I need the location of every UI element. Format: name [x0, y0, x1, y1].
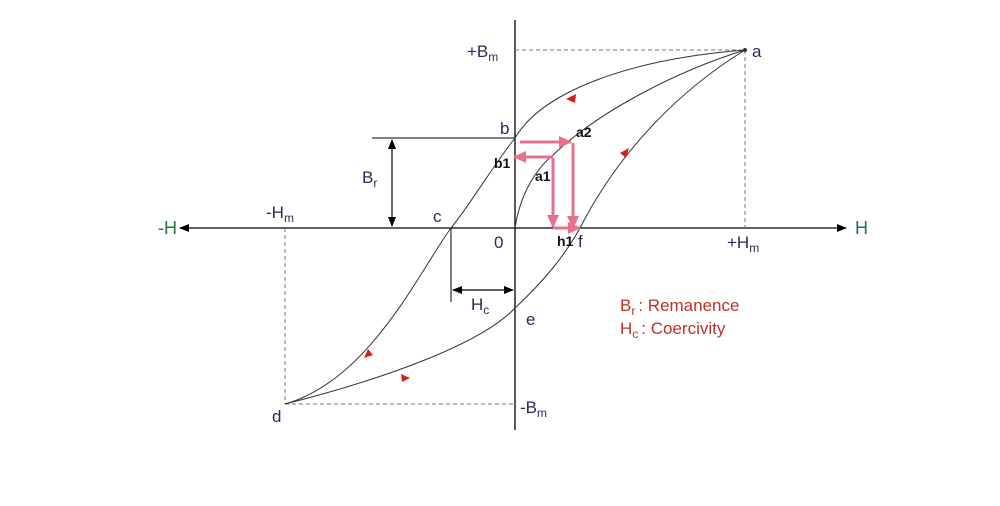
direction-arrow-icon [620, 148, 629, 158]
pos-bm-label: +Bm [467, 42, 498, 64]
minor-path-arrows [513, 136, 581, 234]
origin-label: 0 [494, 233, 503, 252]
direction-arrow-icon [364, 349, 373, 358]
point-c-label: c [433, 207, 442, 226]
a2-label: a2 [576, 124, 592, 140]
point-a-label: a [752, 42, 762, 61]
neg-hm-label: -Hm [266, 203, 294, 225]
upper-branch-curve [284, 49, 746, 405]
point-e-label: e [526, 310, 535, 329]
dashed-guides [284, 49, 746, 405]
neg-bm-label: -Bm [520, 398, 547, 420]
point-b-label: b [500, 119, 509, 138]
point-f-label: f [578, 232, 583, 251]
h1-label: h1 [557, 233, 574, 249]
a1-label: a1 [535, 168, 551, 184]
hc-label: Hc [471, 295, 489, 317]
direction-arrows [364, 94, 629, 382]
legend-remanence: Br: Remanence [620, 296, 739, 318]
neg-h-axis-label: -H [158, 218, 177, 238]
br-label: Br [362, 168, 377, 190]
pos-hm-label: +Hm [727, 233, 759, 255]
point-d-label: d [272, 407, 281, 426]
b1-label: b1 [494, 155, 511, 171]
direction-arrow-icon [401, 374, 410, 382]
legend-coercivity: Hc: Coercivity [620, 319, 726, 341]
initial-magnetization-curve [514, 49, 746, 229]
legend: Br: Remanence Hc: Coercivity [620, 296, 739, 341]
direction-arrow-icon [566, 94, 576, 103]
pos-h-axis-label: H [855, 218, 868, 238]
lower-branch-curve [284, 49, 746, 405]
